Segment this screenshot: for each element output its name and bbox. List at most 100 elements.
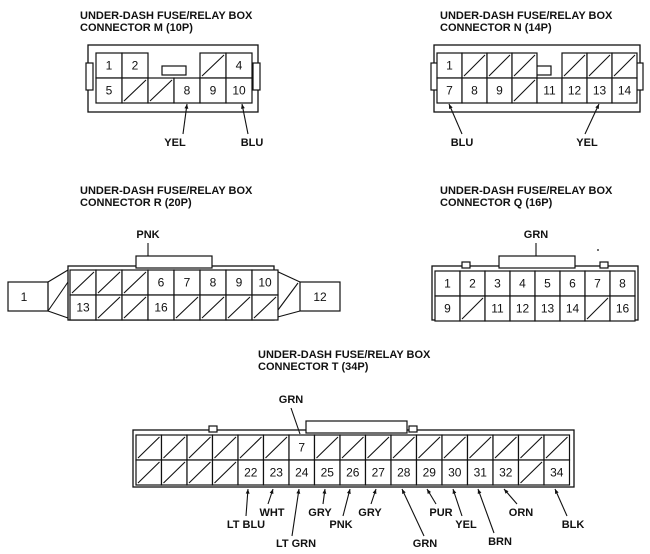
connector-t-unused-cavity — [188, 436, 211, 459]
connector-t-wire-lead — [342, 488, 351, 517]
connector-q-cavity — [434, 295, 461, 322]
connector-t-wire-label: LT GRN — [276, 538, 316, 550]
connector-r-pin-label: 9 — [236, 276, 243, 290]
connector-t-wire-lead — [401, 488, 425, 537]
connector-q-title-line1: UNDER-DASH FUSE/RELAY BOX — [440, 185, 613, 197]
connector-t-cavity — [390, 459, 418, 486]
connector-q-cavity — [609, 270, 636, 297]
connector-n-title-line2: CONNECTOR N (14P) — [440, 22, 552, 34]
connector-r-title-line1: UNDER-DASH FUSE/RELAY BOX — [80, 185, 253, 197]
connector-q-pin-label: 12 — [516, 302, 530, 316]
connector-n-pin-label: 8 — [471, 84, 478, 98]
connector-q-unused-cavity — [461, 297, 484, 320]
connector-t-wire-label: GRN — [413, 538, 438, 550]
connector-n-wire-lead-head — [449, 104, 453, 109]
connector-t-unused-cavity — [520, 461, 543, 484]
connector-n: UNDER-DASH FUSE/RELAY BOX CONNECTOR N (1… — [430, 10, 644, 149]
connector-t-unused-cavity — [239, 436, 262, 459]
connector-q-pin-label: 14 — [566, 302, 580, 316]
connector-t-wire-label: ORN — [509, 507, 534, 519]
connector-t-unused-cavity — [392, 436, 415, 459]
connector-t-pin-label: 25 — [321, 466, 335, 480]
connector-t-wire-lead-head — [245, 489, 250, 494]
connector-t-unused-cavity — [494, 436, 517, 459]
connector-t-wire-lead-head — [555, 489, 559, 494]
connector-m-wire-label: YEL — [164, 137, 186, 149]
connector-m-pin-label: 8 — [184, 84, 191, 98]
connector-t-unused-cavity — [418, 436, 441, 459]
connector-n-pin-label: 9 — [496, 84, 503, 98]
connector-n-unused-cavity — [488, 54, 511, 77]
connector-q-pin-label: 3 — [494, 277, 501, 291]
connector-m-left-tab — [85, 62, 94, 91]
connector-t-wire-label: GRY — [358, 507, 382, 519]
connector-t-pin-label: 23 — [270, 466, 284, 480]
connector-r-side-slash-left — [47, 281, 69, 312]
connector-q-lock-tab — [498, 255, 576, 269]
connector-t-pin-label: 22 — [244, 466, 258, 480]
connector-m-unused-cavity — [149, 79, 173, 102]
connector-t: UNDER-DASH FUSE/RELAY BOX CONNECTOR T (3… — [132, 349, 584, 550]
connector-t-wire-lead-head — [452, 489, 457, 494]
connector-n-pin-label: 1 — [446, 59, 453, 73]
connector-n-unused-cavity — [613, 54, 636, 77]
connector-t-unused-cavity — [316, 436, 339, 459]
connector-r-lock-tab — [135, 255, 213, 269]
connector-t-pin-label: 32 — [499, 466, 513, 480]
connector-m-unused-cavity — [201, 54, 225, 77]
connector-m-cavity — [173, 77, 201, 104]
connector-t-wire-lead-head — [427, 489, 432, 494]
connector-r-cavity — [225, 269, 253, 296]
connector-t-pin-label: 29 — [423, 466, 437, 480]
connector-t-pin-label: 24 — [295, 466, 309, 480]
connector-m-lock-tab — [161, 65, 187, 76]
connector-t-wire-label: GRN — [279, 394, 304, 406]
connector-r-pin-label: 6 — [158, 276, 165, 290]
connector-q-cavity — [609, 295, 636, 322]
connector-t-wire-lead — [452, 488, 463, 517]
connector-m-unused-cavity — [123, 79, 147, 102]
connector-n-unused-cavity — [588, 54, 611, 77]
connector-r-side-frame-left — [47, 269, 69, 319]
connector-n-pin-label: 12 — [568, 84, 582, 98]
connector-m-wire-lead — [241, 103, 249, 135]
connector-t-cavity — [288, 459, 316, 486]
connector-t-pin-label: 34 — [550, 466, 564, 480]
connector-t-wire-lead-head — [322, 489, 327, 494]
connector-t-wire-label: BRN — [488, 536, 512, 548]
connector-t-unused-cavity — [341, 436, 364, 459]
connector-t-unused-cavity — [188, 461, 211, 484]
connector-t-cavity — [364, 459, 392, 486]
connector-n-wire-label: BLU — [451, 137, 474, 149]
connector-q-pin-label: 13 — [541, 302, 555, 316]
connector-t-cavity — [339, 459, 367, 486]
connector-t-unused-cavity — [443, 436, 466, 459]
connector-r-unused-cavity — [201, 296, 225, 319]
connector-r-unused-cavity — [97, 296, 121, 319]
connector-m-pin-label: 10 — [232, 84, 246, 98]
connector-q-pin-label: 8 — [619, 277, 626, 291]
connector-t-wire-lead-head — [372, 489, 377, 494]
connector-q-cavity — [584, 270, 611, 297]
connector-t-unused-cavity — [367, 436, 390, 459]
connector-n-unused-cavity — [513, 79, 536, 102]
connector-q-pin-label: 4 — [519, 277, 526, 291]
connector-t-cavity — [543, 459, 571, 486]
connector-q-unused-cavity — [586, 297, 609, 320]
connector-t-cavity — [415, 459, 443, 486]
connector-r-unused-cavity — [71, 271, 95, 294]
connector-t-pin-label: 28 — [397, 466, 411, 480]
connector-q-wire-label: GRN — [524, 229, 549, 241]
connector-n-wire-lead-head — [595, 104, 599, 109]
connector-r-unused-cavity — [227, 296, 251, 319]
connector-m-wire-lead-head — [240, 104, 245, 109]
connector-r-cavity — [199, 269, 227, 296]
connector-n-pin-label: 7 — [446, 84, 453, 98]
connector-q-pin-label: 6 — [569, 277, 576, 291]
connector-t-wire-lead-head — [402, 489, 406, 494]
connector-t-title-line2: CONNECTOR T (34P) — [258, 361, 369, 373]
connector-q-cavity — [509, 270, 536, 297]
connector-n-title-line1: UNDER-DASH FUSE/RELAY BOX — [440, 10, 613, 22]
